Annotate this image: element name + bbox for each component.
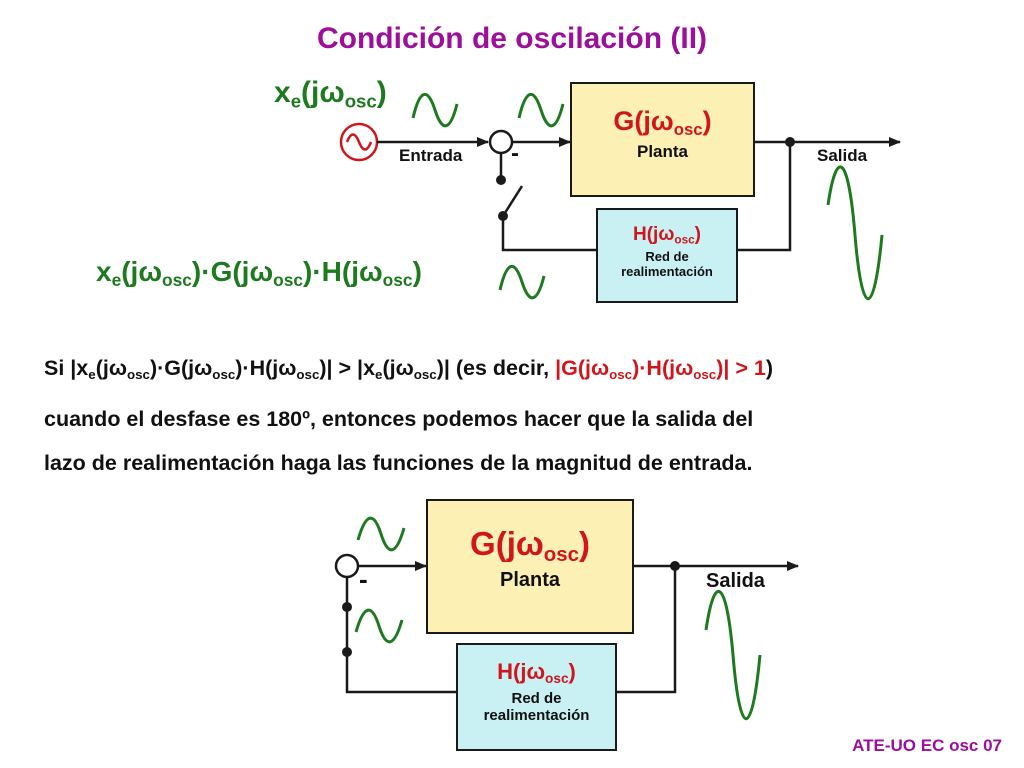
- feedback-return-wire: [501, 218, 596, 252]
- gain-condition: |G(jωosc)·H(jωosc)| > 1: [555, 356, 766, 382]
- feedback-block: H(jωosc) Red de realimentación: [596, 208, 738, 303]
- loop-signal-label: xe(jωosc)·G(jωosc)·H(jωosc): [96, 256, 422, 291]
- feedback-name-line1-2: Red de: [511, 690, 562, 708]
- minus-sign: -: [511, 140, 519, 167]
- output-wave-icon-2: [704, 589, 762, 721]
- paragraph-line-2: cuando el desfase es 180º, entonces pode…: [44, 406, 754, 431]
- plant-block-2: G(jωosc) Planta: [426, 499, 634, 634]
- page-title: Condición de oscilación (II): [316, 22, 708, 55]
- feedback-block-2: H(jωosc) Red de realimentación: [456, 643, 617, 751]
- plant-function: G(jωosc): [613, 106, 712, 140]
- plant-name-2: Planta: [499, 569, 561, 592]
- paragraph-line-1: Si |xe(jωosc)·G(jωosc)·H(jωosc)| > |xe(j…: [44, 356, 774, 382]
- ac-source-icon: [339, 122, 379, 162]
- error-wave-icon-2: [356, 516, 406, 552]
- feedback-forward-wire: [738, 142, 792, 252]
- feedback-return-wire-2: [345, 652, 456, 694]
- feedback-name-line2: realimentación: [621, 263, 713, 279]
- explanation-paragraph: Si |xe(jωosc)·G(jωosc)·H(jωosc)| > |xe(j…: [44, 346, 1004, 485]
- feedback-function-2: H(jωosc): [497, 659, 576, 687]
- entrada-label: Entrada: [399, 146, 463, 165]
- feedback-name-line1: Red de: [645, 248, 689, 264]
- summing-junction: [488, 129, 514, 155]
- feedback-wave-icon-2: [354, 608, 404, 644]
- plant-function-2: G(jωosc): [470, 525, 590, 567]
- input-signal-label: xe(jωosc): [274, 76, 387, 112]
- salida-label-2: Salida: [706, 570, 765, 592]
- plant-block: G(jωosc) Planta: [570, 82, 755, 197]
- error-wave-icon: [517, 93, 565, 128]
- paragraph-line-3: lazo de realimentación haga las funcione…: [44, 450, 753, 475]
- feedback-name-line2-2: realimentación: [483, 707, 590, 725]
- open-switch: [496, 153, 524, 221]
- salida-label: Salida: [817, 146, 868, 165]
- footer-reference: ATE-UO EC osc 07: [852, 736, 1002, 755]
- output-wave-icon: [826, 165, 884, 301]
- feedback-function: H(jωosc): [633, 224, 701, 247]
- minus-sign-2: -: [359, 564, 368, 594]
- closed-switch: [342, 577, 352, 657]
- summing-junction-2: [334, 553, 360, 579]
- input-wave-icon: [411, 93, 459, 128]
- plant-name: Planta: [636, 142, 689, 162]
- loop-wave-icon: [498, 265, 546, 300]
- feedback-forward-wire-2: [617, 566, 677, 694]
